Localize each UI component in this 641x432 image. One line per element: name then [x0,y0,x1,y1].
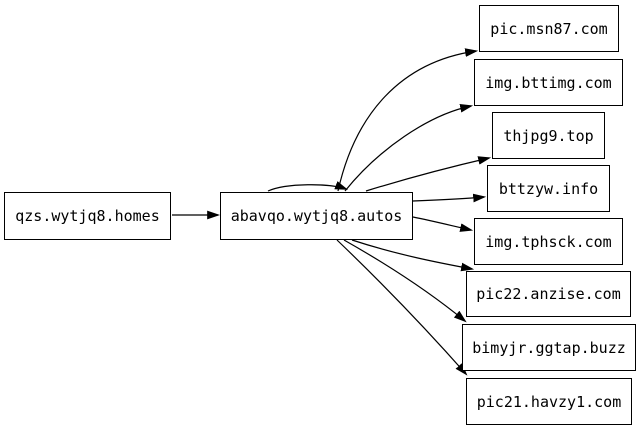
node-label: bimyjr.ggtap.buzz [472,338,626,357]
node-label: img.tphsck.com [485,232,612,251]
node-thjpg9-top: thjpg9.top [492,112,605,159]
edge-autos-to-pic-msn87 [337,48,479,192]
edge-autos-to-bimyjr-ggtap [343,239,467,323]
node-img-tphsck-com: img.tphsck.com [474,218,623,265]
edge-autos-to-thjpg9 [365,156,492,192]
node-label: abavqo.wytjq8.autos [230,207,403,225]
edge-autos-to-img-tphsck [412,216,474,232]
edge-autos-to-img-bttimg [344,103,474,192]
node-label: img.bttimg.com [485,73,612,92]
node-label: pic21.havzy1.com [476,392,622,411]
node-qzs-wytjq8-homes: qzs.wytjq8.homes [4,192,171,240]
node-label: qzs.wytjq8.homes [15,207,160,225]
node-abavqo-wytjq8-autos: abavqo.wytjq8.autos [220,192,413,240]
edge-autos-self-loop [267,181,349,192]
node-pic22-anzise-com: pic22.anzise.com [466,271,631,317]
node-label: bttzyw.info [498,179,599,198]
node-label: pic22.anzise.com [476,285,621,303]
node-img-bttimg-com: img.bttimg.com [474,59,623,106]
node-bttzyw-info: bttzyw.info [487,165,610,212]
node-label: thjpg9.top [503,126,594,145]
node-pic-msn87-com: pic.msn87.com [479,5,619,52]
edge-autos-to-pic22-anzise [351,239,475,272]
node-bimyjr-ggtap-buzz: bimyjr.ggtap.buzz [462,324,636,371]
edge-autos-to-bttzyw [412,193,487,203]
node-pic21-havzy1-com: pic21.havzy1.com [466,378,632,425]
node-label: pic.msn87.com [490,19,608,38]
edge-autos-to-pic21-havzy1 [336,239,468,376]
